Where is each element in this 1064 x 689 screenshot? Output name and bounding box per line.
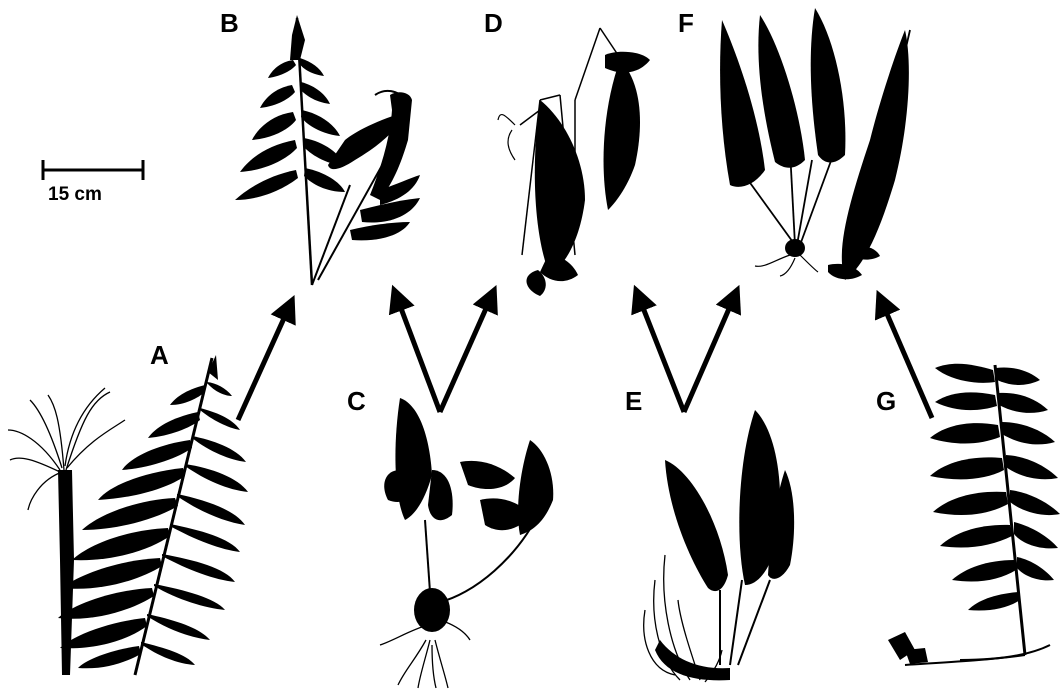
rhizome-c [414, 588, 450, 632]
panel-label-a: A [150, 340, 169, 370]
pinnae-b [235, 15, 420, 240]
pinnae-e [665, 410, 794, 591]
pinnae-a [58, 382, 248, 668]
panel-label-f: F [678, 8, 694, 38]
fern-specimen-g [888, 364, 1060, 665]
fern-specimen-f [720, 8, 910, 280]
fern-specimen-c [380, 398, 553, 688]
arrows [238, 295, 932, 420]
root-mass-d [498, 115, 515, 160]
fern-specimen-b [235, 15, 420, 285]
arrow-a-to-b [238, 305, 290, 420]
panel-label-d: D [484, 8, 503, 38]
panel-label-e: E [625, 386, 642, 416]
arrow-e-to-f [684, 295, 735, 412]
fern-specimen-e [644, 410, 794, 682]
fern-specimen-a [8, 355, 248, 675]
scale-bar: 15 cm [43, 160, 143, 205]
panel-label-g: G [876, 386, 896, 416]
arrow-c-to-b [396, 295, 440, 412]
root-mass-f [755, 255, 818, 276]
pinnae-d [526, 52, 650, 296]
panel-label-b: B [220, 8, 239, 38]
pinnae-g [930, 364, 1060, 611]
panel-label-c: C [347, 386, 366, 416]
arrow-e-to-d [638, 295, 684, 412]
pinnae-f [720, 8, 909, 280]
arrow-c-to-d [440, 295, 492, 412]
fern-specimen-d [498, 28, 650, 296]
pinnae-c [384, 398, 553, 535]
scale-bar-label: 15 cm [48, 184, 102, 205]
